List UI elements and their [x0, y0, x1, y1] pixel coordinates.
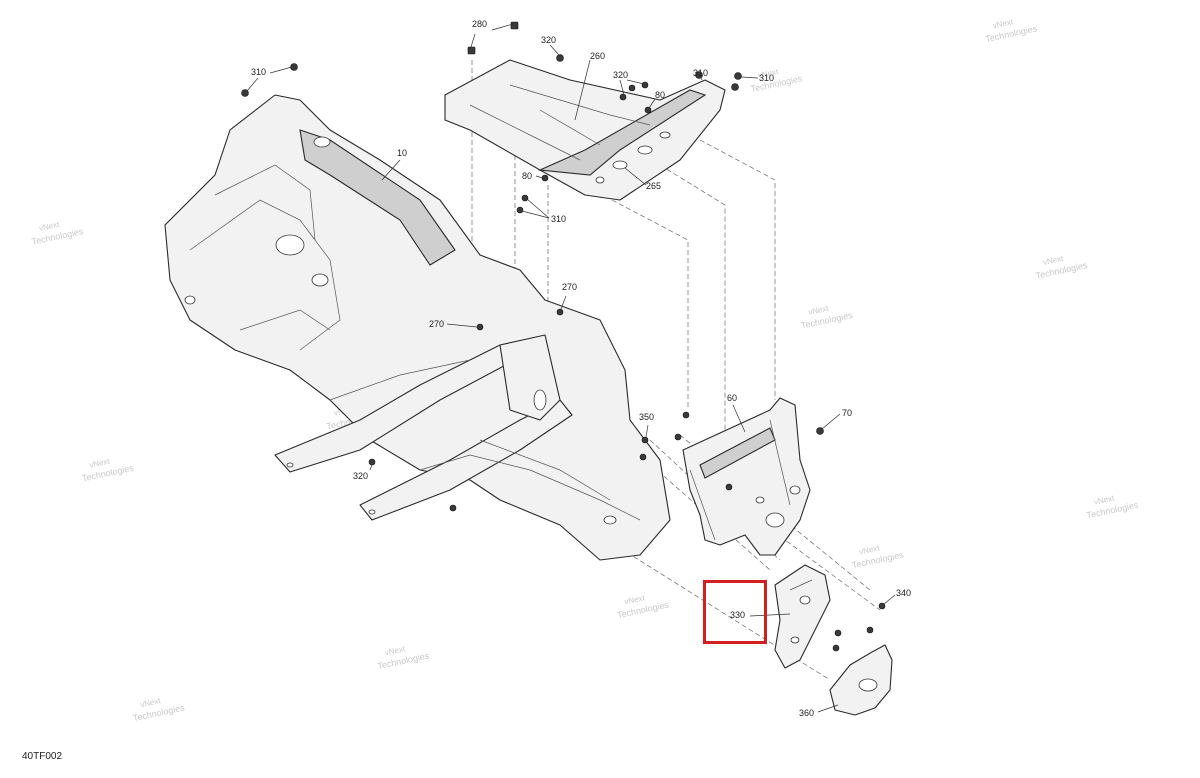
front-bracket: [682, 397, 811, 556]
bolt-icon: [731, 83, 739, 91]
bolt-icon: [476, 323, 484, 331]
callout-label: 270: [562, 282, 577, 292]
svg-text:vNext: vNext: [38, 220, 61, 233]
callout-label: 280: [472, 19, 487, 29]
bolt-icon: [619, 93, 627, 101]
callout-label: 310: [759, 73, 774, 83]
svg-text:vNext: vNext: [757, 67, 780, 80]
callout-label: 80: [522, 171, 532, 181]
svg-text:vNext: vNext: [89, 456, 112, 469]
callout-label: 70: [842, 408, 852, 418]
skid-plate: [829, 644, 893, 716]
bolt-icon: [639, 453, 647, 461]
drawing-reference-code: 40TF002: [22, 751, 63, 762]
bolt-icon: [734, 72, 742, 80]
main-frame: [164, 94, 671, 561]
callout-label: 310: [693, 68, 708, 78]
bolt-icon: [816, 427, 824, 435]
bolt-icon: [449, 504, 457, 512]
callout-label: 350: [639, 412, 654, 422]
bolt-icon: [628, 84, 636, 92]
svg-text:vNext: vNext: [992, 17, 1015, 30]
bolt-icon: [516, 206, 524, 214]
callout-label: 80: [655, 90, 665, 100]
bolt-icon: [641, 81, 649, 89]
upper-cross-member: [444, 59, 726, 201]
svg-text:vNext: vNext: [624, 593, 647, 606]
bolt-icon: [832, 644, 840, 652]
callout-label: 270: [429, 319, 444, 329]
callout-label: 320: [613, 70, 628, 80]
svg-text:vNext: vNext: [858, 543, 881, 556]
callout-label: 360: [799, 708, 814, 718]
callout-label: 340: [896, 588, 911, 598]
bolt-icon: [878, 602, 886, 610]
callout-label: 60: [727, 393, 737, 403]
nut-icon: [510, 21, 519, 30]
bolt-icon: [241, 89, 249, 97]
callout-label: 330: [730, 610, 745, 620]
bolt-icon: [556, 54, 564, 62]
callouts: 280 320 260 320 80 310 310 310 10 80 265…: [251, 19, 911, 718]
bolt-icon: [290, 63, 298, 71]
bolt-icon: [682, 411, 690, 419]
svg-text:vNext: vNext: [1093, 493, 1116, 506]
callout-label: 320: [541, 35, 556, 45]
bolt-icon: [644, 106, 652, 114]
callout-label: 265: [646, 181, 661, 191]
callout-highlight-box: [703, 580, 767, 644]
svg-text:vNext: vNext: [1042, 254, 1065, 267]
callout-label: 260: [590, 51, 605, 61]
fasteners: [241, 21, 886, 652]
bolt-icon: [368, 458, 376, 466]
svg-text:vNext: vNext: [384, 644, 407, 657]
bolt-icon: [674, 433, 682, 441]
callout-label: 320: [353, 471, 368, 481]
svg-text:vNext: vNext: [139, 696, 162, 709]
bolt-icon: [834, 629, 842, 637]
leader-lines: [246, 23, 896, 713]
bolt-icon: [556, 308, 564, 316]
callout-label: 310: [251, 67, 266, 77]
svg-text:vNext: vNext: [807, 304, 830, 317]
nut-icon: [467, 46, 476, 55]
callout-label: 310: [551, 214, 566, 224]
bolt-icon: [521, 194, 529, 202]
lower-bracket: [774, 564, 831, 669]
bolt-icon: [725, 483, 733, 491]
bolt-icon: [866, 626, 874, 634]
bolt-icon: [641, 436, 649, 444]
callout-label: 10: [397, 148, 407, 158]
